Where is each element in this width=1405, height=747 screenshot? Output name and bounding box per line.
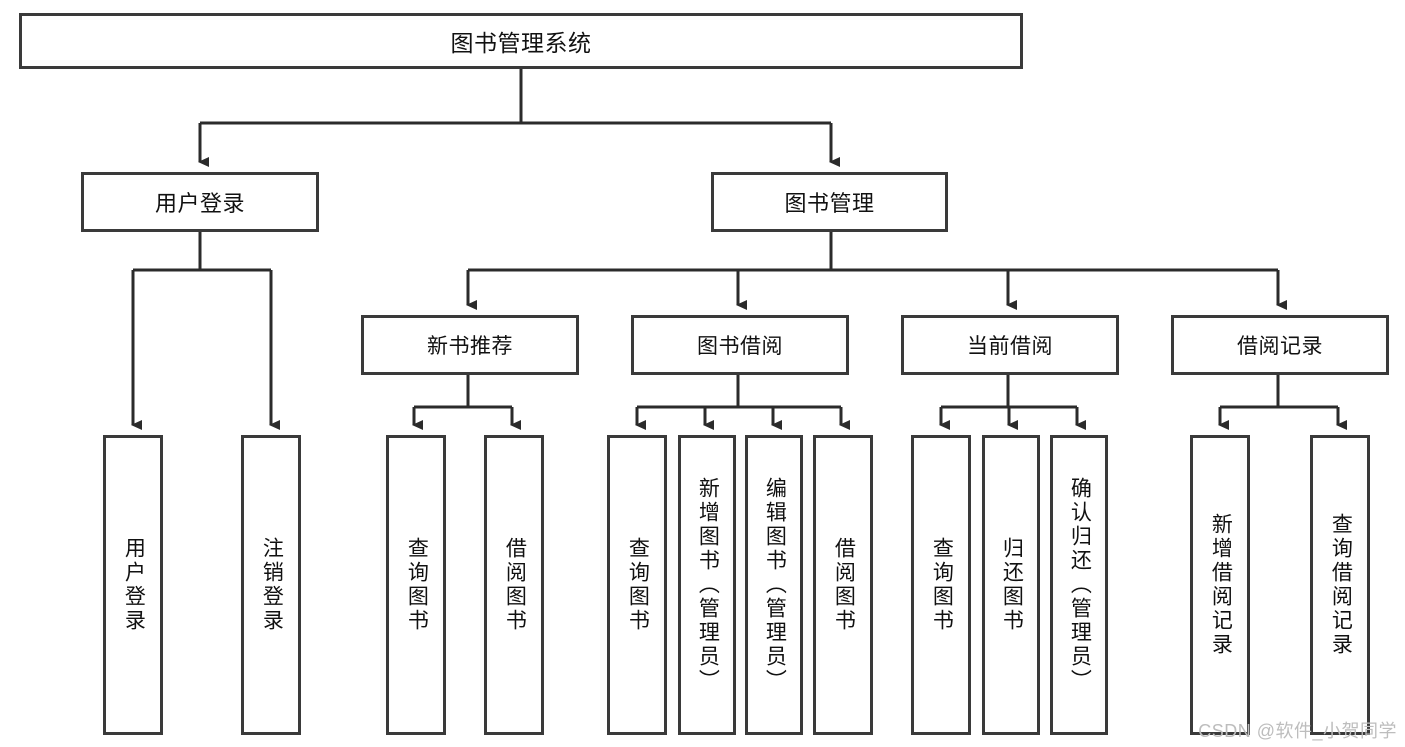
node-borrow-record[interactable]: 借阅记录	[1171, 315, 1389, 375]
node-book-management[interactable]: 图书管理	[711, 172, 948, 232]
leaf-confirm-return-admin[interactable]: 确认归还（管理员）	[1050, 435, 1108, 735]
node-user-login-label: 用户登录	[154, 191, 245, 216]
node-current-borrow-label: 当前借阅	[967, 335, 1053, 358]
leaf-add-borrow-record[interactable]: 新增借阅记录	[1190, 435, 1250, 735]
leaf-borrow-book-recommend[interactable]: 借阅图书	[484, 435, 544, 735]
leaf-user-login-label: 用户登录	[122, 537, 146, 633]
node-user-login[interactable]: 用户登录	[81, 172, 319, 232]
node-book-borrow[interactable]: 图书借阅	[631, 315, 849, 375]
leaf-logout-label: 注销登录	[260, 537, 284, 633]
node-book-management-label: 图书管理	[784, 191, 875, 216]
leaf-return-book[interactable]: 归还图书	[982, 435, 1040, 735]
leaf-query-book-borrow[interactable]: 查询图书	[607, 435, 667, 735]
leaf-query-book-recommend[interactable]: 查询图书	[386, 435, 446, 735]
leaf-query-book-recommend-label: 查询图书	[405, 537, 429, 633]
leaf-query-book-borrow-label: 查询图书	[626, 537, 650, 633]
leaf-user-login[interactable]: 用户登录	[103, 435, 163, 735]
leaf-edit-book-admin[interactable]: 编辑图书（管理员）	[745, 435, 803, 735]
node-new-book-recommend-label: 新书推荐	[427, 335, 513, 358]
node-new-book-recommend[interactable]: 新书推荐	[361, 315, 579, 375]
leaf-borrow-book[interactable]: 借阅图书	[813, 435, 873, 735]
leaf-add-book-admin[interactable]: 新增图书（管理员）	[678, 435, 736, 735]
leaf-query-book-current[interactable]: 查询图书	[911, 435, 971, 735]
leaf-add-borrow-record-label: 新增借阅记录	[1209, 513, 1233, 657]
leaf-logout[interactable]: 注销登录	[241, 435, 301, 735]
watermark: CSDN @软件_小贺同学	[1198, 721, 1397, 741]
leaf-add-book-admin-label: 新增图书（管理员）	[696, 477, 720, 693]
node-book-borrow-label: 图书借阅	[697, 335, 783, 358]
node-current-borrow[interactable]: 当前借阅	[901, 315, 1119, 375]
leaf-return-book-label: 归还图书	[1000, 537, 1024, 633]
leaf-borrow-book-label: 借阅图书	[832, 537, 856, 633]
node-borrow-record-label: 借阅记录	[1237, 335, 1323, 358]
leaf-edit-book-admin-label: 编辑图书（管理员）	[763, 477, 787, 693]
leaf-borrow-book-recommend-label: 借阅图书	[503, 537, 527, 633]
leaf-query-book-current-label: 查询图书	[930, 537, 954, 633]
node-root-label: 图书管理系统	[450, 30, 592, 56]
leaf-confirm-return-admin-label: 确认归还（管理员）	[1068, 477, 1092, 693]
leaf-query-borrow-record[interactable]: 查询借阅记录	[1310, 435, 1370, 735]
leaf-query-borrow-record-label: 查询借阅记录	[1329, 513, 1353, 657]
node-root[interactable]: 图书管理系统	[19, 13, 1023, 69]
